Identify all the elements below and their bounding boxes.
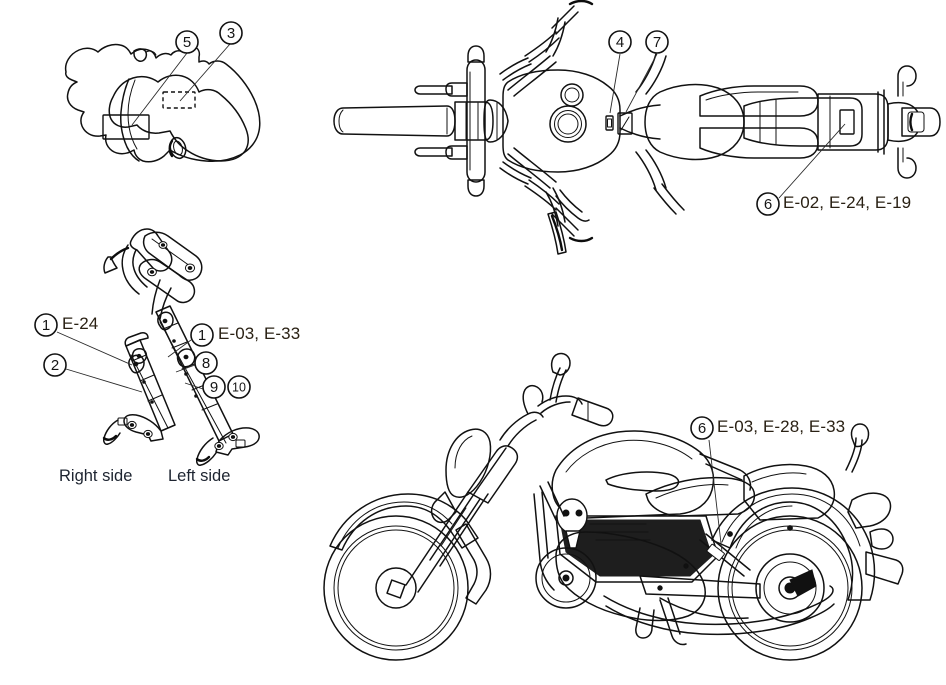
label-e03-e33-left: E-03, E-33 (218, 324, 301, 343)
side-view-drawing (323, 352, 904, 661)
top-view-drawing (333, 0, 941, 255)
callout-6-side-number: 6 (698, 420, 706, 437)
callout-5-number: 5 (183, 34, 191, 51)
callout-1-right-number: 1 (42, 317, 50, 334)
callout-6-top-number: 6 (764, 196, 772, 213)
callout-8-number: 8 (202, 355, 210, 372)
callout-2-number: 2 (51, 357, 59, 374)
callout-5[interactable]: 5 (175, 30, 199, 54)
callout-10[interactable]: 10 (227, 375, 251, 399)
label-e24-right: E-24 (62, 314, 99, 333)
callout-bubbles: 3 5 1 2 1 8 9 10 (34, 21, 780, 440)
callout-6-top[interactable]: 6 (756, 192, 780, 216)
callout-9[interactable]: 9 (202, 375, 226, 399)
side-stand-detail-drawing (56, 228, 260, 466)
label-e02-e24-e19: E-02, E-24, E-19 (783, 193, 912, 212)
callout-10-number: 10 (232, 381, 246, 395)
callout-4[interactable]: 4 (608, 30, 632, 54)
callout-8[interactable]: 8 (194, 351, 218, 375)
label-left-side: Left side (168, 467, 231, 485)
callout-7-number: 7 (653, 34, 661, 51)
fuel-tank-detail-drawing (64, 43, 261, 163)
label-e03-e28-e33: E-03, E-28, E-33 (717, 417, 846, 436)
callout-1-right[interactable]: 1 (34, 313, 58, 337)
callout-2[interactable]: 2 (43, 353, 67, 377)
label-right-side: Right side (59, 467, 133, 485)
callout-3[interactable]: 3 (219, 21, 243, 45)
callout-7[interactable]: 7 (645, 30, 669, 54)
callout-1-left-number: 1 (198, 327, 206, 344)
callout-6-side[interactable]: 6 (690, 416, 714, 440)
callout-3-number: 3 (227, 25, 235, 42)
callout-1-left[interactable]: 1 (190, 323, 214, 347)
callout-9-number: 9 (210, 379, 218, 396)
callout-4-number: 4 (616, 34, 624, 51)
